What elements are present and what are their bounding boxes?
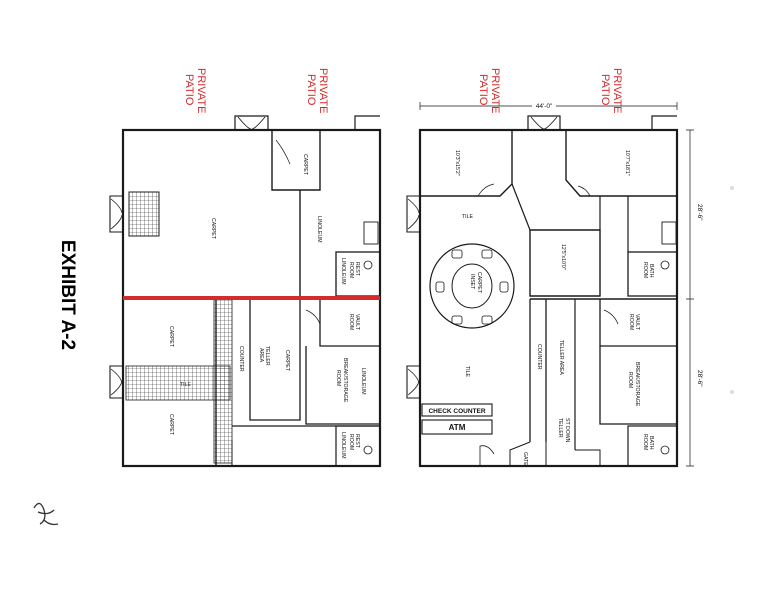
label-office-3: 12'5"x10'0" — [560, 244, 566, 270]
label-counter: COUNTER — [536, 344, 542, 370]
svg-text:PRIVATE: PRIVATE — [611, 68, 623, 113]
label-teller-area: TELLER — [264, 346, 270, 366]
label-tile-upper: TILE — [462, 214, 473, 220]
label-break-room-b: ROOM — [627, 372, 633, 388]
label-tile-lower: TILE — [464, 366, 470, 377]
punch-hole-bottom — [730, 390, 734, 394]
label-linoleum-restroom: LINOLEUM — [340, 258, 346, 285]
label-stand-down-teller: ST DOWN — [564, 418, 570, 443]
label-vault-room-b: ROOM — [348, 314, 354, 330]
svg-text:PRIVATE: PRIVATE — [317, 68, 329, 113]
svg-text:PATIO: PATIO — [305, 74, 317, 106]
dimension-top: 44'-0" — [536, 103, 553, 110]
label-carpet-inset-b: INSET — [469, 274, 475, 290]
svg-text:PATIO: PATIO — [599, 74, 611, 106]
right-floor-plan — [406, 115, 679, 468]
label-break-room: BREAK/STORAGE — [634, 362, 640, 407]
label-rest-room-2: REST — [354, 434, 360, 449]
label-bath-room-1: BATH — [648, 264, 654, 278]
left-plan-labels: CARPET CARPET LINOLEUM REST ROOM LINOLEU… — [168, 154, 366, 459]
label-carpet-teller: CARPET — [284, 350, 290, 372]
label-vault-room-b: ROOM — [628, 314, 634, 330]
label-bath-room-1b: ROOM — [642, 262, 648, 278]
label-carpet-small: CARPET — [302, 154, 308, 176]
label-check-counter: CHECK COUNTER — [428, 408, 485, 415]
svg-text:PRIVATE: PRIVATE — [489, 68, 501, 113]
punch-hole-top — [730, 186, 734, 190]
label-carpet-lower: CARPET — [168, 414, 174, 436]
label-linoleum-break: LINOLEUM — [360, 368, 366, 395]
label-tile: TILE — [180, 382, 191, 388]
label-linoleum-upper: LINOLEUM — [316, 216, 322, 243]
label-break-room-b: ROOM — [335, 370, 341, 386]
left-plan-patio-right: PRIVATE PATIO — [305, 68, 329, 113]
signature-mark — [33, 502, 59, 526]
label-vault-room: VAULT — [634, 314, 640, 331]
dimension-right-upper: 28'-6" — [696, 204, 703, 221]
label-stand-down-teller-b: TELLER — [557, 418, 563, 438]
label-teller-area: TELLER AREA — [558, 340, 564, 375]
label-rest-room-1: REST — [354, 262, 360, 277]
label-office-2: 10'7"x18'1" — [624, 150, 630, 176]
label-vault-room: VAULT — [354, 314, 360, 331]
label-bath-room-2: BATH — [648, 436, 654, 450]
label-linoleum-restroom-2: LINOLEUM — [340, 432, 346, 459]
exhibit-title: EXHIBIT A-2 — [57, 240, 78, 350]
label-break-room: BREAK/STORAGE — [342, 358, 348, 403]
label-atm: ATM — [449, 423, 466, 432]
label-carpet-main: CARPET — [210, 218, 216, 240]
label-carpet-inset: CARPET — [476, 272, 482, 294]
label-counter: COUNTER — [238, 346, 244, 372]
label-rest-room-2b: ROOM — [348, 434, 354, 450]
svg-text:PRIVATE: PRIVATE — [195, 68, 207, 113]
label-carpet-mid: CARPET — [168, 326, 174, 348]
label-office-1: 10'3"x15'2" — [454, 150, 460, 176]
right-plan-patio-right: PRIVATE PATIO — [599, 68, 623, 113]
red-divider-line — [123, 296, 380, 300]
left-plan-patio-left: PRIVATE PATIO — [183, 68, 207, 113]
label-teller-area-b: AREA — [258, 348, 264, 363]
right-plan-patio-left: PRIVATE PATIO — [477, 68, 501, 113]
label-rest-room-1b: ROOM — [348, 262, 354, 278]
label-gate: GATE — [522, 452, 528, 466]
svg-text:PATIO: PATIO — [183, 74, 195, 106]
label-bath-room-2b: ROOM — [642, 434, 648, 450]
right-plan-labels: 10'3"x15'2" 10'7"x18'1" 12'5"x10'0" TILE… — [454, 150, 654, 466]
dimension-right-lower: 28'-6" — [696, 370, 703, 387]
svg-text:PATIO: PATIO — [477, 74, 489, 106]
